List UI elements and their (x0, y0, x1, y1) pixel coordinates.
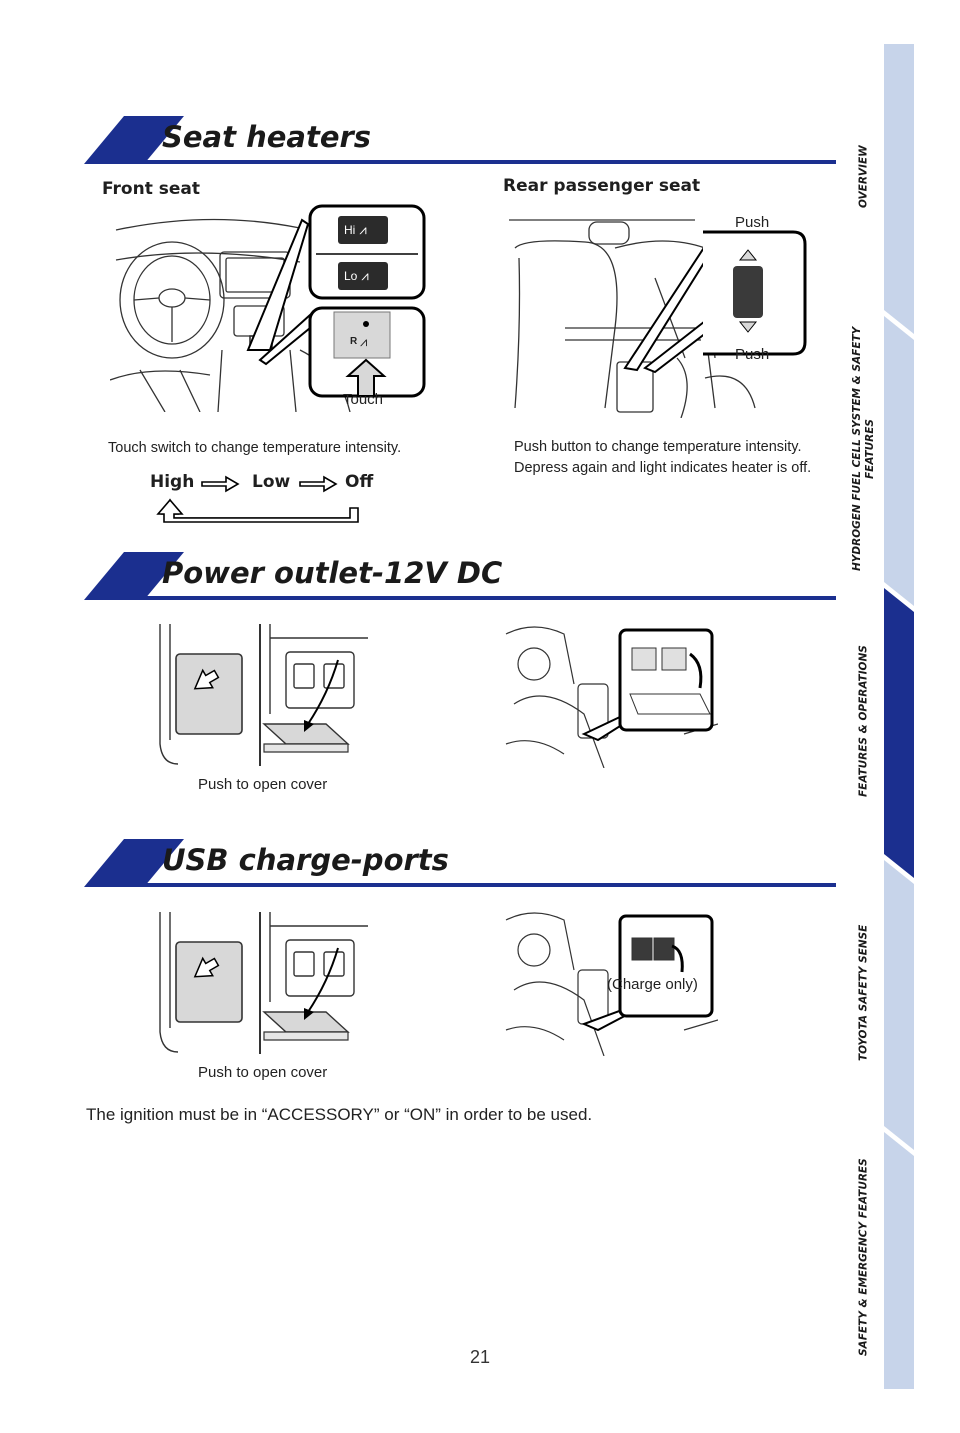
tab-safety-sense-bg (884, 860, 914, 1150)
front-seat-label: Front seat (102, 179, 200, 199)
push-arrow-icon (193, 668, 220, 690)
touch-label: Touch (343, 391, 384, 408)
rear-seat-label: Rear passenger seat (503, 176, 701, 196)
section-header-usb: USB charge-ports (84, 839, 836, 887)
sidebar-tabs (884, 44, 914, 1389)
seat-heater-hi-button[interactable]: Hi ⩘ (338, 216, 388, 244)
section-title: Seat heaters (162, 120, 372, 154)
usb-cover-panel[interactable] (175, 941, 243, 1023)
usb-caption: Push to open cover (198, 1064, 328, 1081)
sequence-low: Low (252, 472, 291, 492)
page-number: 21 (469, 1347, 491, 1367)
usb-cover-illustration (159, 912, 368, 1054)
header-rule (144, 160, 836, 164)
outlet-cover-panel[interactable] (175, 653, 243, 735)
section-title: Power outlet-12V DC (162, 556, 503, 590)
tab-overview-bg (884, 44, 914, 334)
header-rule (144, 596, 836, 600)
rear-seat-caption: Push button to change temperature intens… (514, 439, 812, 476)
touch-arrow-icon (345, 358, 387, 397)
rear-seat-illustration (509, 219, 807, 418)
lo-label: Lo (344, 269, 358, 283)
sequence-high: High (150, 472, 195, 492)
outlet-location-illustration (505, 626, 718, 768)
open-arrow-icon (304, 720, 314, 732)
charge-only-label: (Charge only) (607, 976, 698, 993)
tab-features-bg (884, 588, 914, 878)
seat-heat-icon: ⩘ (359, 222, 367, 237)
outlet-cover-illustration (159, 624, 368, 766)
sequence-off: Off (345, 472, 374, 492)
sidebar-item-hydrogen[interactable]: HYDROGEN FUEL CELL SYSTEM & SAFETY FEATU… (851, 326, 876, 572)
seat-heat-icon: ⩘ (360, 334, 368, 349)
outlet-caption: Push to open cover (198, 776, 328, 793)
front-seat-dashboard-illustration (110, 204, 426, 412)
push-bottom-label: Push (735, 346, 770, 363)
section-header-power-outlet: Power outlet-12V DC (84, 552, 836, 600)
push-arrow-icon (193, 956, 220, 978)
ignition-note: The ignition must be in “ACCESSORY” or “… (86, 1105, 593, 1124)
seat-heat-icon: ⩘ (361, 268, 369, 283)
arrow-right-icon (201, 475, 240, 493)
sidebar-item-emergency[interactable]: SAFETY & EMERGENCY FEATURES (857, 1158, 870, 1356)
r-label: R (350, 336, 358, 347)
sequence-arrows (156, 475, 359, 523)
arrow-right-icon (299, 475, 338, 493)
tab-emergency-bg (884, 1132, 914, 1389)
section-title: USB charge-ports (162, 843, 449, 877)
sidebar-item-safety-sense[interactable]: TOYOTA SAFETY SENSE (857, 924, 870, 1062)
seat-heater-lo-button[interactable]: Lo ⩘ (338, 262, 388, 290)
header-rule (144, 883, 836, 887)
hi-label: Hi (344, 223, 356, 237)
section-header-seat-heaters: Seat heaters (84, 116, 836, 164)
tab-hydrogen-bg (884, 316, 914, 606)
open-arrow-icon (304, 1008, 314, 1020)
sidebar-item-overview[interactable]: OVERVIEW (857, 145, 870, 209)
sidebar-item-features[interactable]: FEATURES & OPERATIONS (857, 645, 870, 797)
push-top-label: Push (735, 214, 770, 231)
front-seat-caption: Touch switch to change temperature inten… (108, 440, 402, 456)
usb-location-illustration (505, 912, 718, 1056)
